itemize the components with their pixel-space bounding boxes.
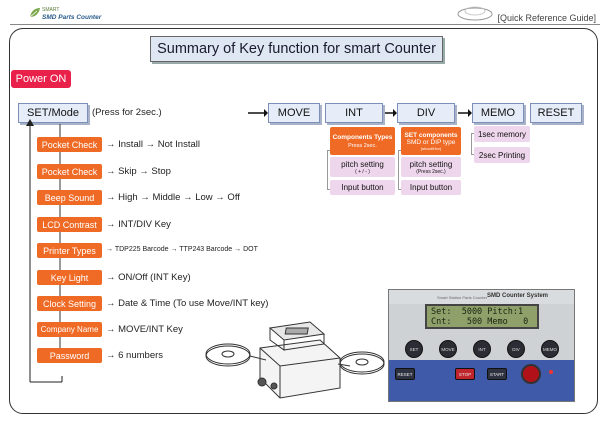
div-components-extra: (shoot/Hcv) [420, 145, 442, 151]
logo-text: SMD Parts Counter [42, 14, 102, 21]
leaf-logo-icon [29, 8, 40, 18]
memo-2sec-printing: 2sec Printing [474, 147, 530, 163]
div-pitch-setting: pitch setting (Press 2sec.) [401, 157, 461, 177]
menu-pocket-check-skip-desc: → Skip → Stop [106, 166, 171, 177]
photo-button-start[interactable]: START [487, 368, 507, 380]
photo-key-div[interactable]: DIV [507, 340, 525, 358]
device-photo: Smart Station Parts Counter SMD Counter … [388, 289, 575, 402]
menu-key-light: Key Light [37, 270, 102, 285]
photo-button-reset[interactable]: RESET [395, 368, 415, 380]
photo-header-small: Smart Station Parts Counter [437, 295, 488, 300]
int-components-title: Components Types [332, 133, 393, 141]
menu-password-desc: → 6 numbers [106, 350, 164, 361]
photo-header: Smart Station Parts Counter SMD Counter … [389, 290, 574, 304]
menu-beep-sound: Beep Sound [37, 190, 102, 205]
lcd-display: Set: 5000 Pitch:1 Cnt: 500 Memo 0 [425, 304, 539, 329]
menu-printer-types-desc: → TDP225 Barcode → TTP243 Barcode → DOT [106, 246, 258, 253]
photo-keypad: SET MOVE INT DIV MEMO [389, 337, 574, 361]
menu-pocket-check-install-desc: → Install → Not Install [106, 139, 200, 150]
set-mode-key[interactable]: SET/Mode [18, 103, 88, 123]
photo-button-stop[interactable]: STOP [455, 368, 475, 380]
menu-pocket-check-skip: Pocket Check [37, 164, 102, 179]
div-pitch-label: pitch setting [409, 159, 453, 169]
div-components-sub: SMD or DIP type [406, 138, 456, 146]
page-title: Summary of Key function for smart Counte… [150, 36, 443, 62]
div-set-components: SET components SMD or DIP type (shoot/Hc… [401, 127, 461, 155]
div-pitch-sub: (Press 2sec.) [416, 168, 446, 175]
photo-key-memo[interactable]: MEMO [541, 340, 559, 358]
menu-lcd-contrast: LCD Contrast [37, 217, 102, 232]
lcd-line-1: Set: 5000 Pitch:1 [431, 307, 524, 317]
power-on-badge: Power ON [11, 70, 71, 88]
counter-machine-illustration [205, 321, 385, 399]
set-mode-note: (Press for 2sec.) [92, 107, 162, 118]
int-input-button: Input button [330, 180, 395, 195]
photo-key-move[interactable]: MOVE [439, 340, 457, 358]
photo-header-brand: SMD Counter System [487, 293, 549, 299]
div-input-button: Input button [401, 180, 461, 195]
menu-pocket-check-install: Pocket Check [37, 137, 102, 152]
int-key[interactable]: INT [325, 103, 383, 123]
div-components-title: SET components [404, 131, 458, 139]
photo-control-strip: RESET STOP START [389, 360, 574, 401]
header-divider [10, 24, 600, 25]
reset-key[interactable]: RESET [530, 103, 582, 123]
counter-outline-icon [457, 6, 493, 21]
int-components-sub: Press 2sec. [348, 142, 377, 149]
photo-key-set[interactable]: SET [405, 340, 423, 358]
menu-key-light-desc: → ON/Off (INT Key) [106, 272, 191, 283]
memo-key[interactable]: MEMO [472, 103, 524, 123]
power-button-icon[interactable] [521, 364, 541, 384]
menu-clock-setting-desc: → Date & Time (To use Move/INT key) [106, 298, 269, 309]
brand-logo: SMART SMD Parts Counter [28, 6, 108, 28]
menu-beep-sound-desc: → High → Middle → Low → Off [106, 192, 240, 203]
int-pitch-setting: pitch setting ( + / - ) [330, 157, 395, 177]
menu-lcd-contrast-desc: → INT/DIV Key [106, 219, 171, 230]
menu-password: Password [37, 348, 102, 363]
memo-1sec-memory: 1sec memory [474, 126, 530, 142]
move-key[interactable]: MOVE [268, 103, 320, 123]
logo-tagline: SMART [42, 7, 60, 13]
int-pitch-label: pitch setting [341, 159, 384, 169]
int-pitch-sub: ( + / - ) [355, 168, 370, 175]
menu-clock-setting: Clock Setting [37, 296, 102, 311]
menu-company-name-desc: → MOVE/INT Key [106, 324, 183, 335]
menu-company-name: Company Name [37, 322, 102, 337]
quick-reference-label: [Quick Reference Guide] [497, 13, 596, 23]
photo-key-int[interactable]: INT [473, 340, 491, 358]
status-led-icon [549, 370, 553, 374]
div-key[interactable]: DIV [397, 103, 455, 123]
menu-printer-types: Printer Types [37, 243, 102, 258]
int-components-types: Components Types Press 2sec. [330, 127, 395, 155]
lcd-line-2: Cnt: 500 Memo 0 [431, 317, 529, 327]
